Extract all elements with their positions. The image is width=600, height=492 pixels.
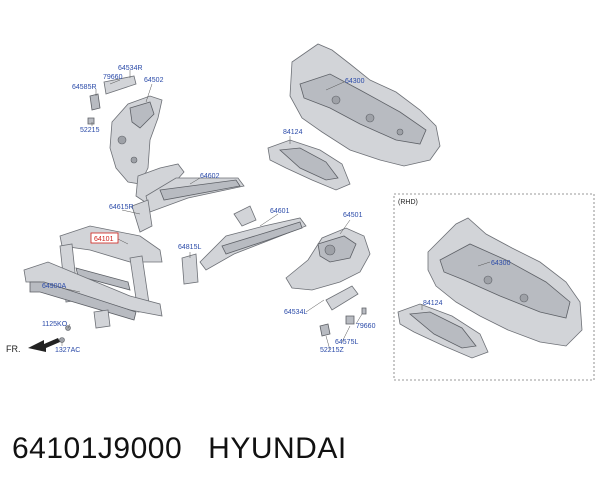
label-1327AC: 1327AC <box>55 347 80 354</box>
rhd-box-label: (RHD) <box>398 199 418 206</box>
label-64534R: 64534R <box>118 65 143 72</box>
side-member-64602 <box>131 163 245 233</box>
side-member-64601 <box>181 205 307 285</box>
part-number: 64101J9000 <box>12 432 183 465</box>
rhd-insulator-pad <box>397 303 489 359</box>
label-64501: 64501 <box>343 212 363 219</box>
label-64900A: 64900A <box>42 283 66 290</box>
label-64534L: 64534L <box>284 309 307 316</box>
label-84124: 84124 <box>283 129 303 136</box>
insulator-pad-84124 <box>267 139 351 191</box>
rhd-box <box>393 193 595 381</box>
label-84124-rhd: 84124 <box>423 300 443 307</box>
radiator-support-assembly <box>23 225 163 343</box>
label-79660-lower: 79660 <box>356 323 376 330</box>
label-64300: 64300 <box>345 78 365 85</box>
label-79660-upper: 79660 <box>103 74 123 81</box>
label-64815L: 64815L <box>178 244 201 251</box>
parts-diagram: FR. (RHD) 64585R 796 <box>6 43 595 381</box>
highlight-box-64101 <box>90 232 119 244</box>
label-64602: 64602 <box>200 173 220 180</box>
dash-panel-64300 <box>289 43 441 167</box>
label-64575L: 64575L <box>335 339 358 346</box>
leader-lines <box>61 70 491 351</box>
apron-64501 <box>285 227 371 337</box>
label-64502: 64502 <box>144 77 164 84</box>
caption: 64101J9000 HYUNDAI <box>12 432 347 466</box>
front-marker: FR. <box>6 344 21 354</box>
label-64101: 64101 <box>94 236 114 243</box>
label-64585R: 64585R <box>72 84 97 91</box>
left-apron-assembly <box>87 75 163 185</box>
rhd-dash-panel <box>427 217 583 347</box>
brand-name: HYUNDAI <box>208 432 347 465</box>
label-52215: 52215 <box>80 127 100 134</box>
label-64300-rhd: 64300 <box>491 260 511 267</box>
label-1125KO: 1125KO <box>42 321 68 328</box>
front-arrow-icon <box>28 338 60 352</box>
label-52215Z: 52215Z <box>320 347 344 354</box>
label-64601: 64601 <box>270 208 290 215</box>
label-64615R: 64615R <box>109 204 134 211</box>
